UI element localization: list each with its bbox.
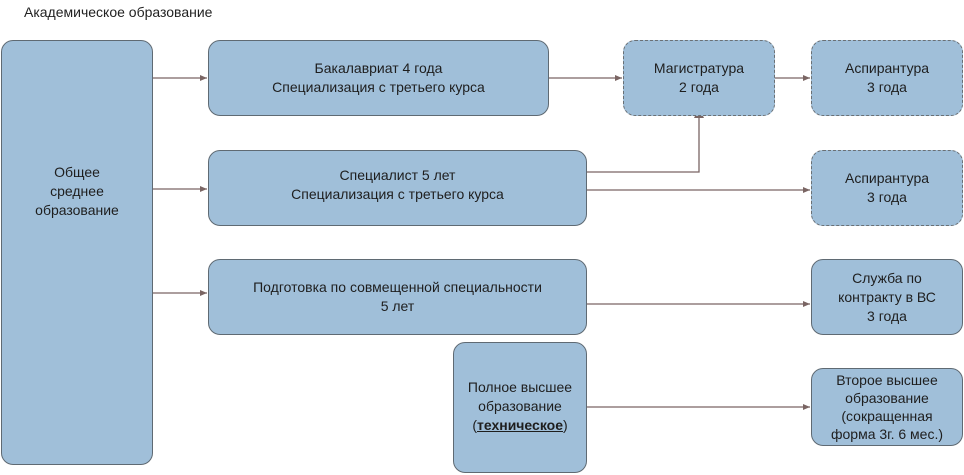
- node-line: Аспирантура: [844, 60, 930, 76]
- node-line: Магистратура: [653, 60, 745, 76]
- node-line-emphasis: (техническое): [472, 416, 567, 435]
- node-line: Аспирантура: [844, 170, 930, 186]
- node-line: контракту в ВС: [838, 288, 936, 305]
- node-line: образование: [845, 390, 929, 406]
- node-line: образование: [35, 202, 119, 218]
- node-line: среднее: [50, 183, 104, 199]
- node-line: Подготовка по совмещенной специальности: [253, 279, 542, 295]
- node-line: 2 года: [679, 79, 719, 95]
- node-line: образование: [478, 398, 562, 414]
- node-specialist: Специалист 5 лет Специализация с третьег…: [208, 150, 587, 226]
- node-full-higher: Полное высшее образование (техническое): [453, 342, 587, 473]
- node-line: (сокращенная: [841, 408, 933, 424]
- node-line: 3 года: [867, 189, 907, 205]
- node-line: 5 лет: [380, 298, 415, 314]
- node-line: Второе высшее: [836, 372, 938, 388]
- node-line: Специалист 5 лет: [339, 167, 456, 183]
- node-second-higher: Второе высшее образование (сокращенная ф…: [811, 368, 963, 446]
- node-contract-service: Служба по контракту в ВС 3 года: [811, 259, 963, 335]
- edge-specialist-master: [586, 108, 704, 173]
- node-line: Служба по: [852, 269, 922, 286]
- node-line: форма 3г. 6 мес.): [831, 426, 943, 442]
- node-line: 3 года: [867, 79, 907, 95]
- emphasized-word: техническое: [477, 417, 563, 433]
- node-bachelor: Бакалавриат 4 года Специализация с треть…: [208, 40, 549, 116]
- node-line: Специализация с третьего курса: [272, 79, 485, 95]
- paren-close: ): [562, 417, 568, 433]
- node-master: Магистратура 2 года: [623, 40, 775, 116]
- node-line: Полное высшее: [467, 379, 573, 395]
- diagram-title: Академическое образование: [24, 4, 213, 20]
- node-line: Бакалавриат 4 года: [314, 60, 443, 76]
- node-combined: Подготовка по совмещенной специальности …: [208, 259, 587, 335]
- node-postgrad-2: Аспирантура 3 года: [811, 150, 963, 226]
- node-postgrad-1: Аспирантура 3 года: [811, 40, 963, 116]
- node-general-secondary: Общее среднее образование: [1, 40, 153, 465]
- node-line: Специализация с третьего курса: [291, 186, 504, 202]
- node-line: 3 года: [867, 307, 907, 324]
- node-line: Общее: [54, 164, 100, 180]
- paren-open: (: [472, 417, 477, 433]
